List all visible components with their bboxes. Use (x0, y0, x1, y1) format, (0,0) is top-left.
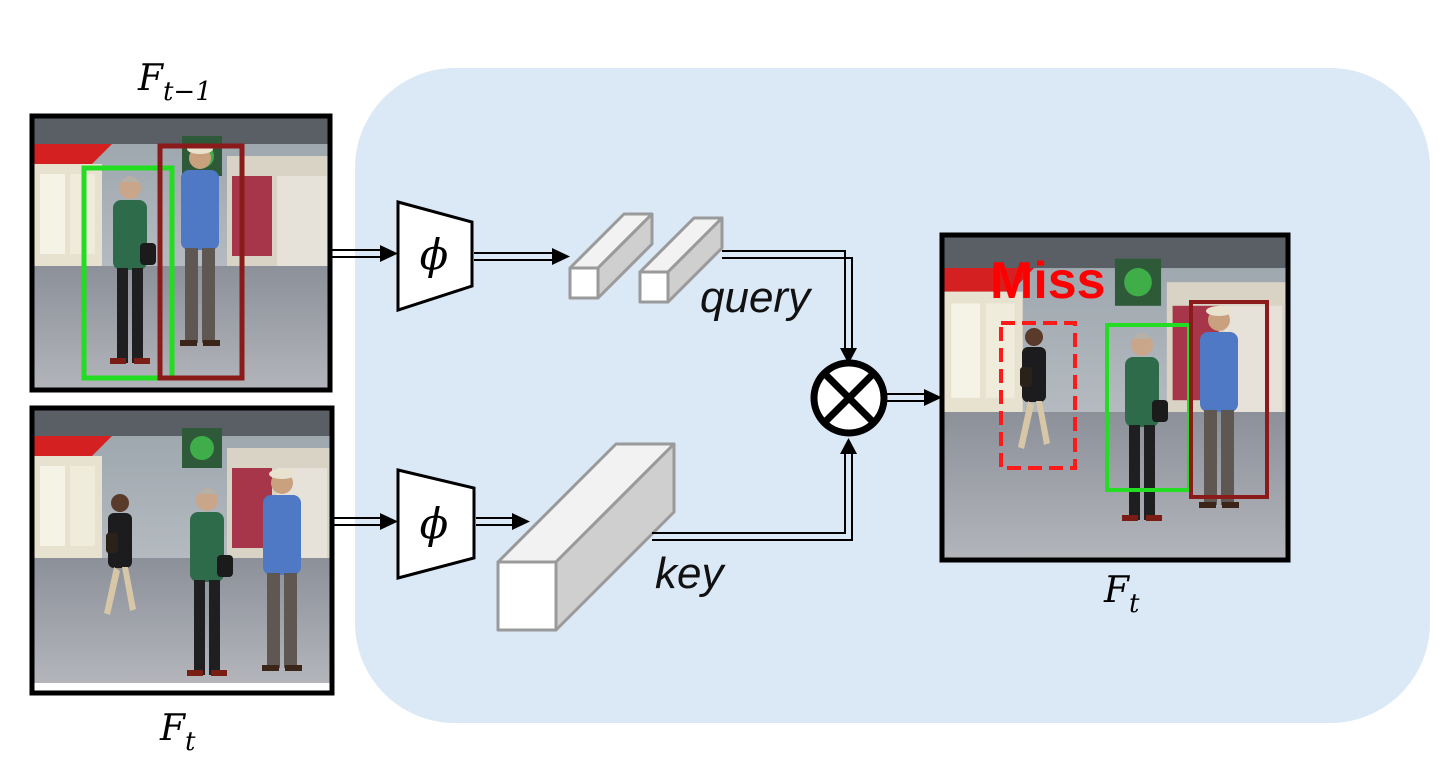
arrow-prev-to-encoder (330, 245, 398, 262)
query-label: query (700, 273, 813, 322)
query-block-2 (638, 216, 724, 304)
encoder-top-symbol: ϕ (420, 230, 449, 279)
frame-cur-image (32, 408, 332, 683)
key-label: key (655, 549, 726, 598)
frame-prev-border (29, 113, 333, 393)
encoder-bottom-symbol: ϕ (420, 499, 449, 548)
query-block-1 (568, 212, 654, 300)
circled-times-icon (810, 359, 888, 437)
miss-label: Miss (990, 252, 1106, 310)
frame-cur-border (29, 405, 335, 696)
prev-darkred-box (157, 143, 245, 381)
frame-out-image (942, 235, 1288, 560)
encoder-top-icon (396, 200, 474, 313)
arrow-query-to-multiply (722, 250, 857, 364)
frame-prev-image (32, 116, 332, 391)
arrow-multiply-to-output (886, 389, 942, 406)
frame-cur-label: Ft (159, 708, 196, 757)
arrow-key-to-multiply (652, 438, 857, 541)
key-block (496, 442, 676, 632)
arrow-encoder-to-key (476, 513, 530, 530)
frame-prev-label: Ft−1 (137, 58, 212, 107)
arrow-encoder-to-query (474, 248, 570, 265)
prev-green-box (81, 165, 175, 381)
out-darkred-box (1189, 300, 1269, 499)
frame-out-label: Ft (1103, 570, 1140, 619)
frame-out-border (939, 232, 1291, 563)
encoder-bottom-icon (396, 468, 476, 580)
arrow-cur-to-encoder (332, 513, 398, 530)
out-miss-box (999, 321, 1077, 470)
